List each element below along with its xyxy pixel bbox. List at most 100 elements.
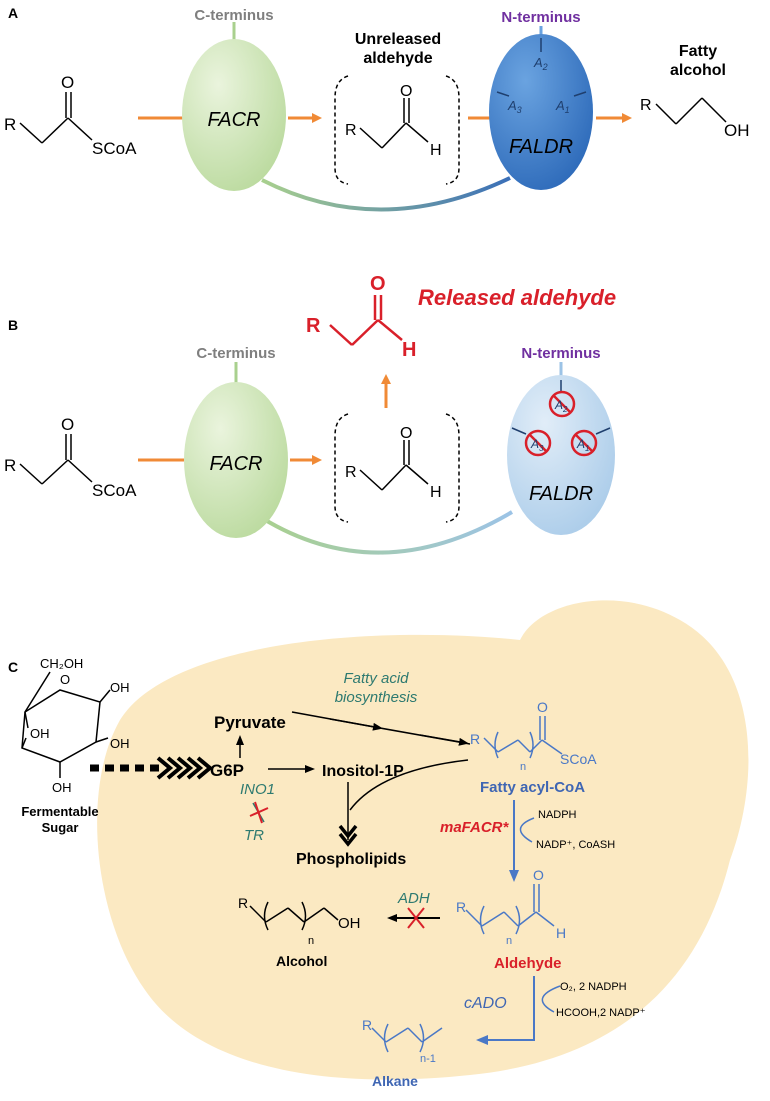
- aldehyde-label: Aldehyde: [494, 955, 562, 972]
- svg-text:A1: A1: [576, 437, 589, 453]
- inositol-label: Inositol-1P: [322, 763, 404, 780]
- hydrogen: H: [430, 142, 442, 159]
- hydroxyl-3: OH: [52, 780, 72, 795]
- panel-a: A R O SCoA C-terminus FACR Unreleased al…: [4, 5, 750, 212]
- panel-c: C CH₂OH O OH OH OH OH Fermentable Sugar: [8, 600, 749, 1089]
- alkane-molecule: [371, 1023, 443, 1053]
- nadp-coash-label: NADP⁺, CoASH: [536, 839, 615, 851]
- g6p-label: G6P: [210, 761, 244, 780]
- phospholipid-chevrons: [338, 824, 358, 847]
- hydrogen-blue: H: [556, 925, 566, 941]
- a3-site-blocked: A3: [511, 427, 552, 457]
- adh-label: ADH: [397, 890, 430, 907]
- n-subscript: n: [520, 761, 526, 773]
- r-group-red: R: [306, 315, 321, 337]
- r-group-blue: R: [470, 731, 480, 747]
- arrow-acylcoa-phospholipids: [349, 759, 469, 811]
- facr-domain-a: [182, 39, 286, 191]
- panel-b: B R O H Released aldehyde R O SCoA: [4, 273, 616, 555]
- oxygen-blue: O: [537, 699, 548, 715]
- r-group: R: [640, 97, 652, 114]
- nadph-label: NADPH: [538, 809, 577, 821]
- aldehyde-molecule-b: [359, 440, 429, 491]
- linker-arc-a: [261, 176, 511, 212]
- hydroxyl-1: OH: [110, 680, 130, 695]
- oxygen: O: [61, 415, 74, 434]
- a1-tick: [573, 91, 587, 97]
- r-group-blue: R: [456, 899, 466, 915]
- arrow-head-end: [419, 734, 469, 746]
- r-group: R: [238, 895, 248, 911]
- ring-oxygen: O: [60, 672, 70, 687]
- faldr-domain-a: [489, 34, 593, 190]
- faldr-label-a: FALDR: [509, 136, 573, 158]
- scoa-label: SCoA: [92, 139, 137, 158]
- fermentable-label: Fermentable: [21, 804, 98, 819]
- hydroxyl-2: OH: [110, 736, 130, 751]
- a2-site-blocked: A2: [548, 380, 576, 418]
- ino1-label: INO1: [240, 781, 275, 798]
- alcohol-label: Alcohol: [276, 953, 327, 969]
- acyl-coa-molecule-a: [19, 92, 93, 144]
- c-terminus-label-b: C-terminus: [196, 345, 275, 362]
- phospholipids-label: Phospholipids: [296, 851, 406, 868]
- r-group: R: [4, 456, 16, 475]
- arrow-cado: [476, 976, 535, 1045]
- a3-site: A3: [507, 98, 522, 115]
- oxygen: O: [400, 425, 412, 442]
- oxygen: O: [61, 73, 74, 92]
- c-terminus-label-a: C-terminus: [194, 7, 273, 24]
- scoa-blue: SCoA: [560, 751, 597, 767]
- fatty-acyl-coa-label: Fatty acyl-CoA: [480, 779, 585, 796]
- alcohol-molecule-c: [249, 901, 339, 931]
- hcooh-nadp-label: HCOOH,2 NADP⁺: [556, 1007, 646, 1019]
- sugar-label: Sugar: [42, 820, 79, 835]
- mafacr-label: maFACR*: [440, 819, 510, 836]
- o2-nadph-label: O₂, 2 NADPH: [560, 981, 627, 993]
- facr-label-a: FACR: [208, 109, 261, 131]
- pyruvate-label: Pyruvate: [214, 713, 286, 732]
- n-terminus-label-b: N-terminus: [521, 345, 600, 362]
- n-subscript: n: [308, 935, 314, 947]
- tr-label: TR: [244, 827, 264, 844]
- acyl-coa-molecule-b: [19, 434, 93, 485]
- oxygen: O: [400, 83, 412, 100]
- cofactor-curve-mafacr: [519, 817, 535, 843]
- glucose-molecule: [21, 671, 111, 778]
- oxygen-blue: O: [533, 867, 544, 883]
- faldr-domain-b: [507, 375, 615, 535]
- cofactor-curve-cado: [541, 985, 561, 1013]
- bracket-a: [334, 75, 460, 185]
- hydroxyl-4: OH: [30, 726, 50, 741]
- fatty-acyl-coa-molecule: [483, 716, 563, 759]
- hydrogen-red: H: [402, 339, 416, 361]
- ch2oh-group: CH₂OH: [40, 656, 83, 671]
- facr-label-b: FACR: [210, 453, 263, 475]
- fatty-acid-line1: Fatty acid: [343, 670, 409, 687]
- alkane-label: Alkane: [372, 1073, 418, 1089]
- r-group-blue: R: [362, 1017, 372, 1033]
- n-1-subscript: n-1: [420, 1053, 436, 1065]
- facr-domain-b: [184, 382, 288, 538]
- svg-text:A3: A3: [530, 437, 544, 453]
- bracket-b: [334, 413, 460, 523]
- tr-cross-2: [254, 801, 263, 824]
- panel-b-label: B: [8, 317, 18, 333]
- cado-label: cADO: [464, 995, 507, 1012]
- panel-a-label: A: [8, 5, 18, 21]
- r-group: R: [345, 122, 357, 139]
- r-group: R: [345, 464, 357, 481]
- n-subscript: n: [506, 935, 512, 947]
- aldehyde-molecule-c: [465, 884, 555, 935]
- panel-c-label: C: [8, 659, 18, 675]
- aldehyde-molecule-a: [359, 98, 429, 149]
- adh-cross-2: [407, 907, 425, 929]
- hydroxyl: OH: [338, 915, 361, 932]
- scoa-label: SCoA: [92, 481, 137, 500]
- fatty-acid-line2: biosynthesis: [335, 689, 418, 706]
- fatty-alcohol-line1: Fatty: [679, 43, 717, 60]
- unreleased-line1: Unreleased: [355, 31, 441, 48]
- yeast-cell: [97, 600, 749, 1080]
- fatty-alcohol-line2: alcohol: [670, 62, 726, 79]
